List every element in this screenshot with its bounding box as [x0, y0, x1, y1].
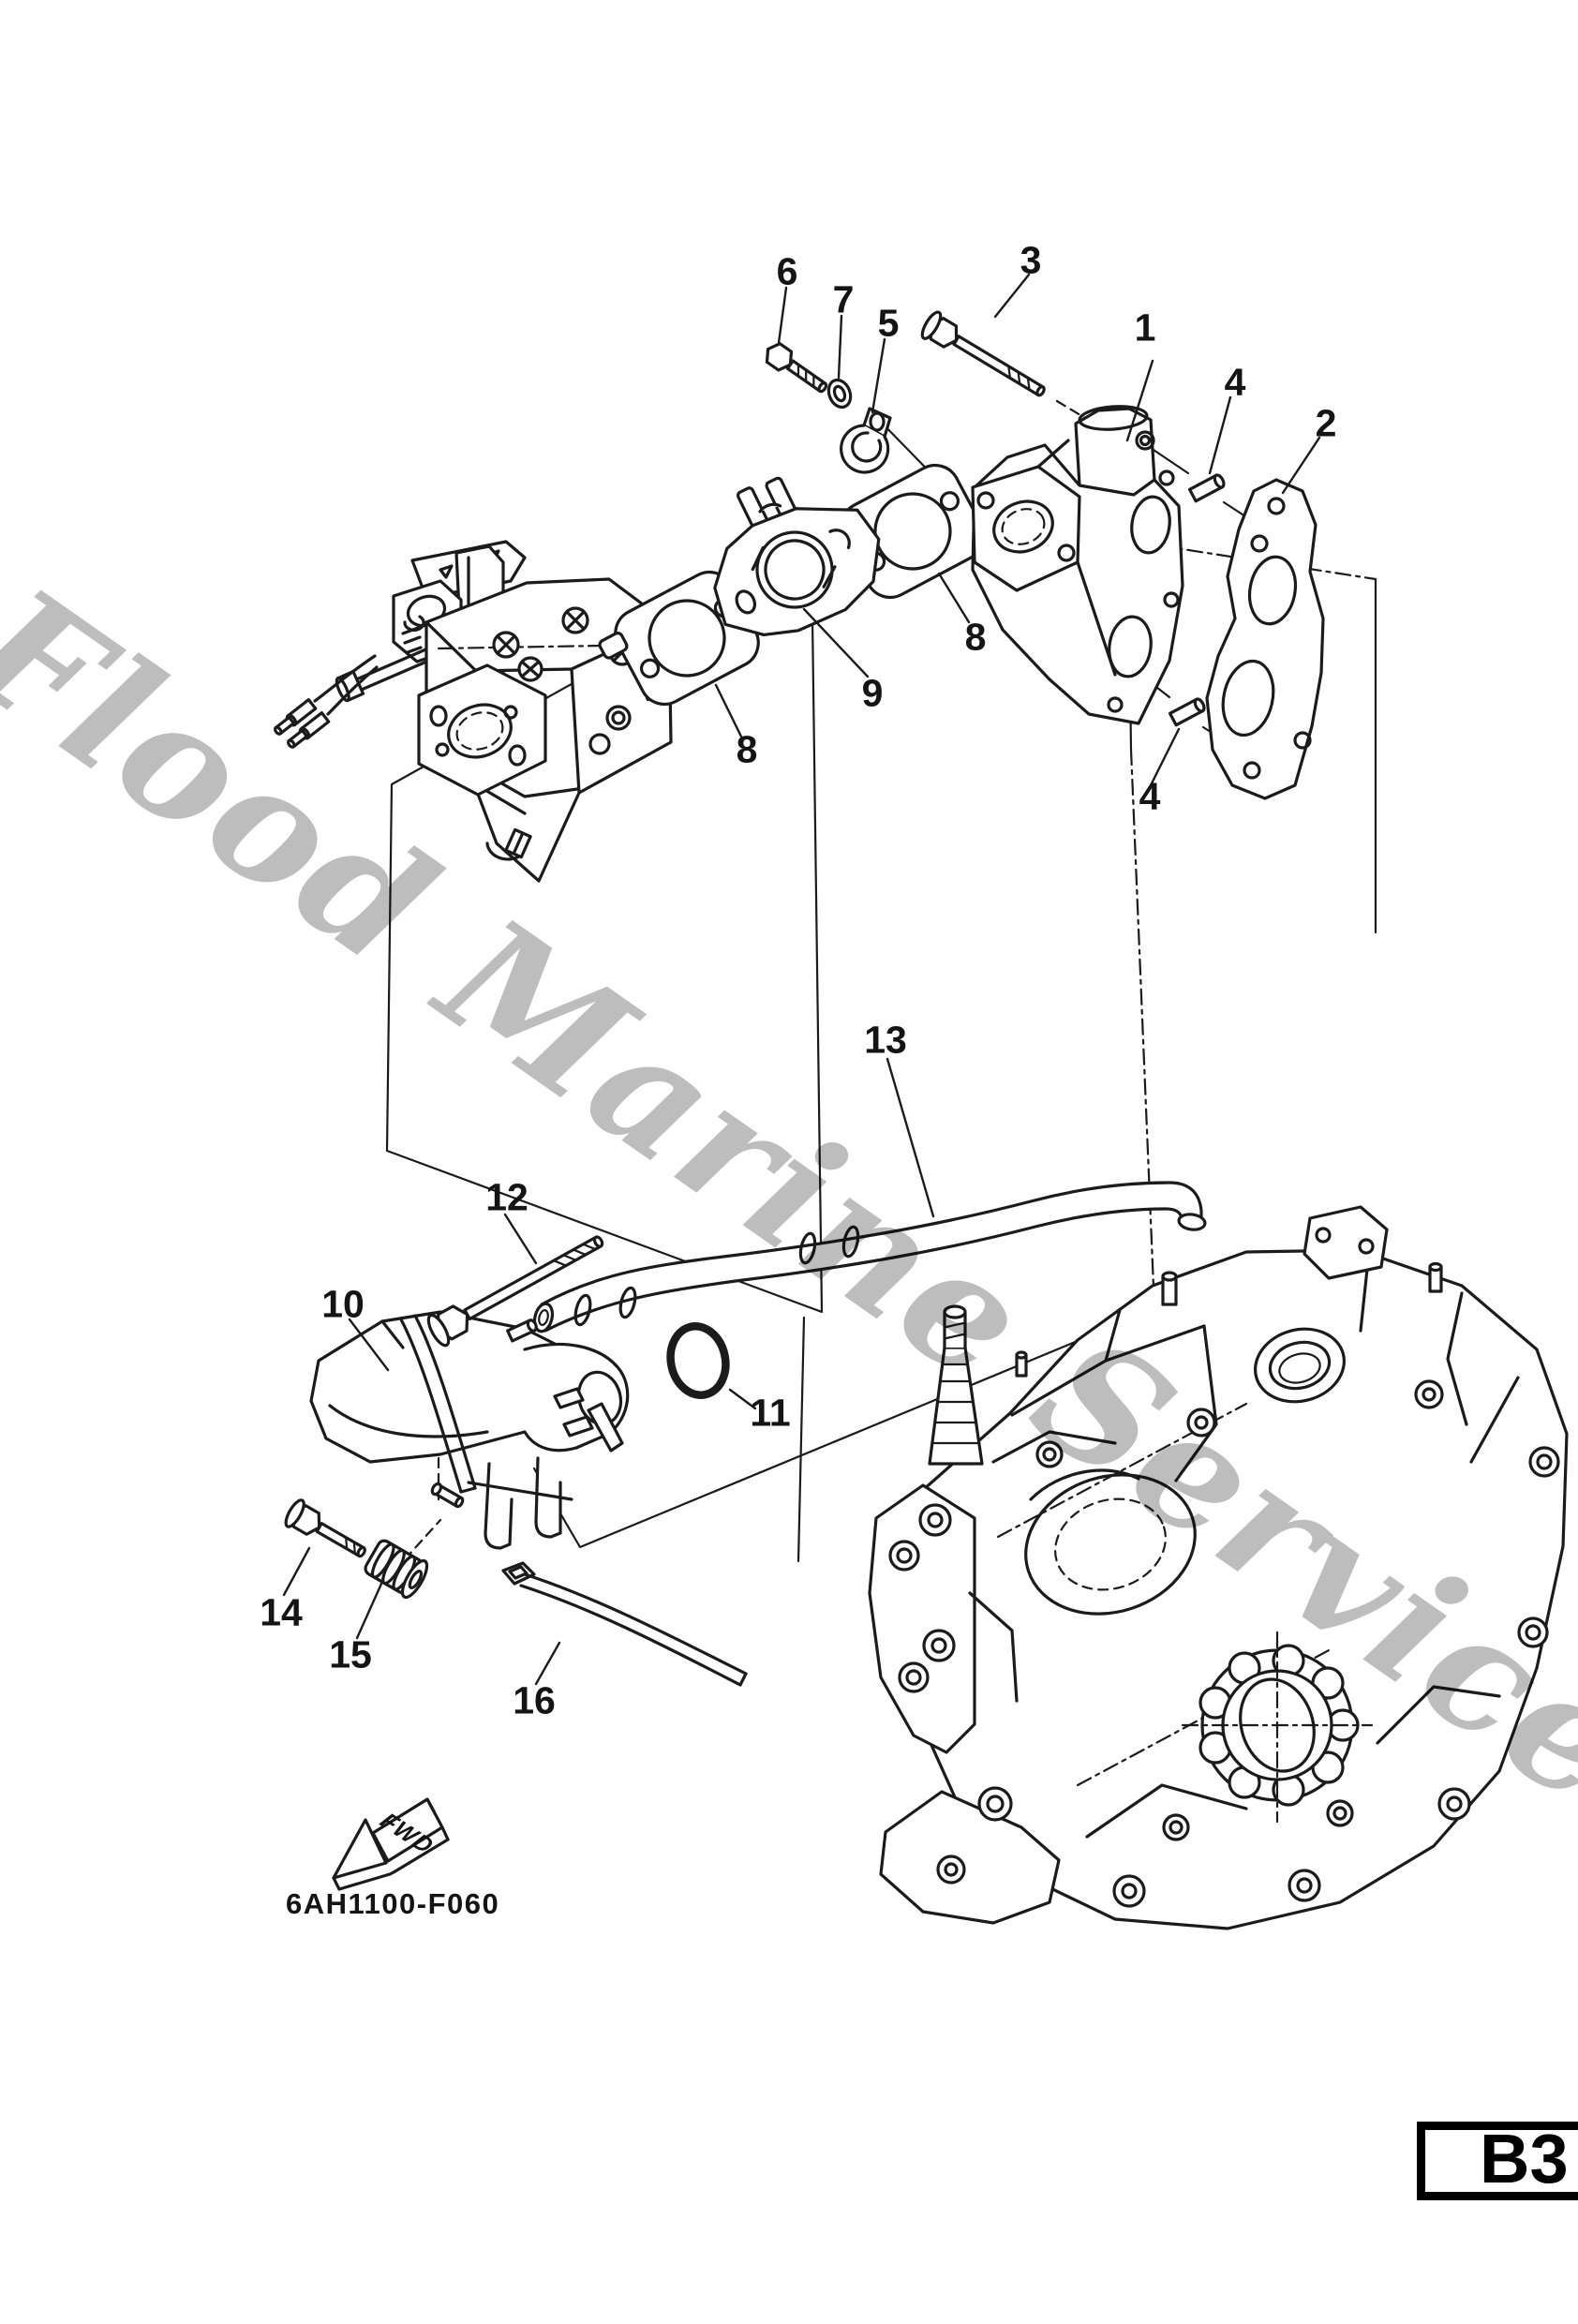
page-ref-box: B3 [1417, 2122, 1578, 2200]
intake-silencer-drawing [311, 1312, 628, 1548]
part-callout-8: 8 [964, 615, 987, 659]
part-callout-4: 4 [1139, 774, 1161, 818]
part-callout-1: 1 [1134, 305, 1156, 350]
part-callout-10: 10 [321, 1282, 365, 1326]
part-callout-2: 2 [1315, 401, 1337, 445]
engine-block-drawing [870, 1207, 1567, 1929]
drawing-code: 6AH1100-F060 [286, 1887, 500, 1920]
part-callout-7: 7 [832, 277, 855, 321]
cable-clamp-5-drawing [841, 409, 890, 472]
part-callout-12: 12 [485, 1175, 528, 1219]
bolt-6-drawing [762, 340, 831, 398]
part-callout-4: 4 [1224, 360, 1246, 404]
part-callout-6: 6 [776, 249, 798, 293]
part-callout-9: 9 [861, 671, 884, 715]
part-callout-14: 14 [260, 1590, 303, 1634]
bolt-3-drawing [919, 309, 1051, 405]
part-callout-5: 5 [877, 301, 900, 345]
fwd-arrow [334, 1799, 448, 1889]
gasket-2-drawing [1207, 480, 1323, 798]
dowel-pin-upper-drawing [1190, 473, 1226, 500]
part-callout-11: 11 [750, 1391, 791, 1435]
part-callout-16: 16 [513, 1678, 556, 1722]
cable-tie-drawing [503, 1563, 746, 1685]
washer-7-drawing [825, 377, 855, 410]
bolt-14-drawing [282, 1497, 371, 1566]
fwd-direction-label: FWD [374, 1808, 439, 1859]
dowel-pin-lower-drawing [1170, 697, 1206, 724]
bolt-12-drawing [424, 1226, 609, 1348]
o-ring-drawing [664, 1321, 732, 1400]
grommet-drawing [362, 1537, 431, 1601]
part-callout-15: 15 [329, 1632, 372, 1676]
leader-lines [284, 275, 1319, 1684]
page-ref-label: B3 [1480, 2120, 1569, 2197]
part-callout-3: 3 [1020, 238, 1042, 282]
intake-manifold-drawing [973, 405, 1183, 723]
heat-shield-drawing [676, 446, 900, 660]
part-callout-8: 8 [736, 727, 758, 771]
breather-pipe-drawing [532, 1183, 1206, 1333]
part-callout-13: 13 [864, 1018, 907, 1062]
